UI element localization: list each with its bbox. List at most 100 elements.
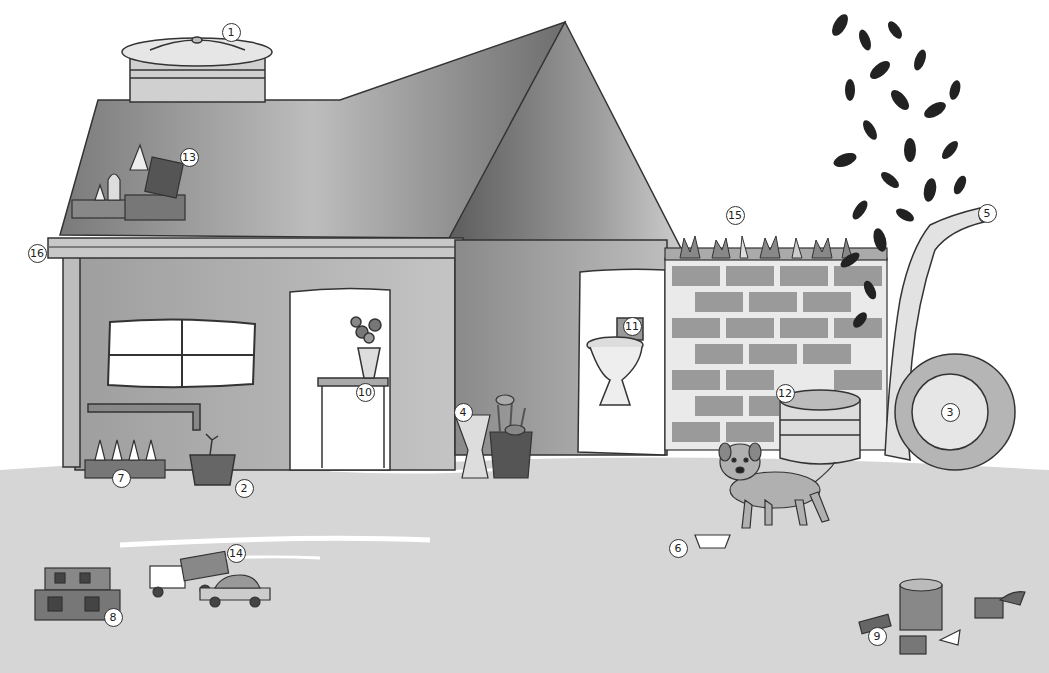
brick-wall xyxy=(726,266,774,286)
tree xyxy=(867,58,893,83)
discarded-cans xyxy=(975,598,1003,618)
dog xyxy=(720,444,760,480)
pet-bowl xyxy=(695,535,730,548)
callout-number: 13 xyxy=(180,148,199,167)
tire xyxy=(895,354,1015,470)
glass-shards xyxy=(680,236,852,258)
glass-shards xyxy=(712,238,730,258)
glass-shards xyxy=(740,236,748,258)
callout-number: 1 xyxy=(222,23,241,42)
brick-wall xyxy=(695,396,743,416)
brick-wall xyxy=(749,396,779,416)
tree xyxy=(894,206,916,225)
tree xyxy=(871,227,889,253)
brick-wall xyxy=(665,248,887,450)
toy-truck-car xyxy=(153,587,163,597)
toilet-doorway xyxy=(578,269,665,455)
discarded-cans xyxy=(859,579,1025,654)
dog xyxy=(742,492,829,528)
barrel xyxy=(780,434,860,436)
tree xyxy=(829,12,969,331)
callout-number: 6 xyxy=(669,539,688,558)
concrete-blocks xyxy=(48,597,62,611)
ground xyxy=(0,458,1049,673)
brick-wall xyxy=(695,344,743,364)
doorway xyxy=(364,333,374,343)
callout-number: 3 xyxy=(941,403,960,422)
water-tank xyxy=(122,38,272,66)
brick-wall xyxy=(780,266,828,286)
discarded-cans xyxy=(900,636,926,654)
brick-wall xyxy=(672,422,720,442)
water-tank xyxy=(130,69,265,71)
tree xyxy=(832,150,859,169)
roof-containers xyxy=(72,145,185,220)
glass-shards xyxy=(680,236,700,258)
house-wall xyxy=(48,246,463,248)
tree xyxy=(951,174,969,196)
toy-truck-car xyxy=(150,566,185,588)
concrete-blocks xyxy=(55,573,65,583)
tree xyxy=(912,48,929,72)
tree xyxy=(922,99,949,121)
dog xyxy=(736,467,744,473)
tree xyxy=(922,177,938,203)
window xyxy=(108,319,255,387)
tree xyxy=(838,250,862,271)
brick-wall xyxy=(672,370,720,390)
barrel xyxy=(780,390,860,464)
brick-wall xyxy=(803,344,851,364)
roof-containers xyxy=(108,174,120,200)
plant-pots xyxy=(496,395,514,405)
water-tank xyxy=(130,77,265,79)
faucet-bucket xyxy=(206,434,218,455)
tree xyxy=(885,19,905,41)
roof-containers xyxy=(95,185,105,200)
discarded-cans xyxy=(940,630,960,645)
brick-wall xyxy=(834,370,882,390)
glass-shards xyxy=(760,236,780,258)
tree xyxy=(904,138,916,162)
dog xyxy=(749,443,761,461)
callout-number: 2 xyxy=(235,479,254,498)
doorway xyxy=(290,288,390,470)
house-wall xyxy=(48,238,463,258)
dog xyxy=(815,462,835,482)
tree xyxy=(857,28,874,52)
toy-truck-car xyxy=(210,597,220,607)
water-tank xyxy=(192,37,202,43)
ground xyxy=(0,458,1049,673)
ground xyxy=(120,538,430,545)
roof-containers xyxy=(125,195,185,220)
brick-wall xyxy=(749,344,797,364)
faucet-bucket xyxy=(88,404,200,430)
callout-number: 4 xyxy=(454,403,473,422)
dog xyxy=(744,458,748,462)
callout-number: 8 xyxy=(104,608,123,627)
callout-number: 5 xyxy=(978,204,997,223)
plant-pots xyxy=(505,425,525,435)
glass-shards xyxy=(792,238,802,258)
tree xyxy=(829,12,851,39)
discarded-cans xyxy=(900,585,942,630)
doorway xyxy=(318,378,388,386)
pet-bowl xyxy=(695,535,730,548)
brick-wall xyxy=(834,266,882,286)
doorway xyxy=(351,317,361,327)
brick-wall xyxy=(726,318,774,338)
doorway xyxy=(321,386,323,468)
toy-truck-car xyxy=(150,551,270,607)
brick-wall xyxy=(803,292,851,312)
tire xyxy=(912,374,988,450)
tire xyxy=(895,354,1015,470)
tree xyxy=(948,79,963,101)
dog xyxy=(719,443,835,528)
water-tank xyxy=(122,37,272,102)
brick-wall xyxy=(726,422,774,442)
callout-number: 15 xyxy=(726,206,745,225)
toilet-doorway xyxy=(578,269,665,455)
concrete-blocks xyxy=(45,568,110,590)
tree xyxy=(850,198,871,222)
callout-number: 10 xyxy=(356,383,375,402)
